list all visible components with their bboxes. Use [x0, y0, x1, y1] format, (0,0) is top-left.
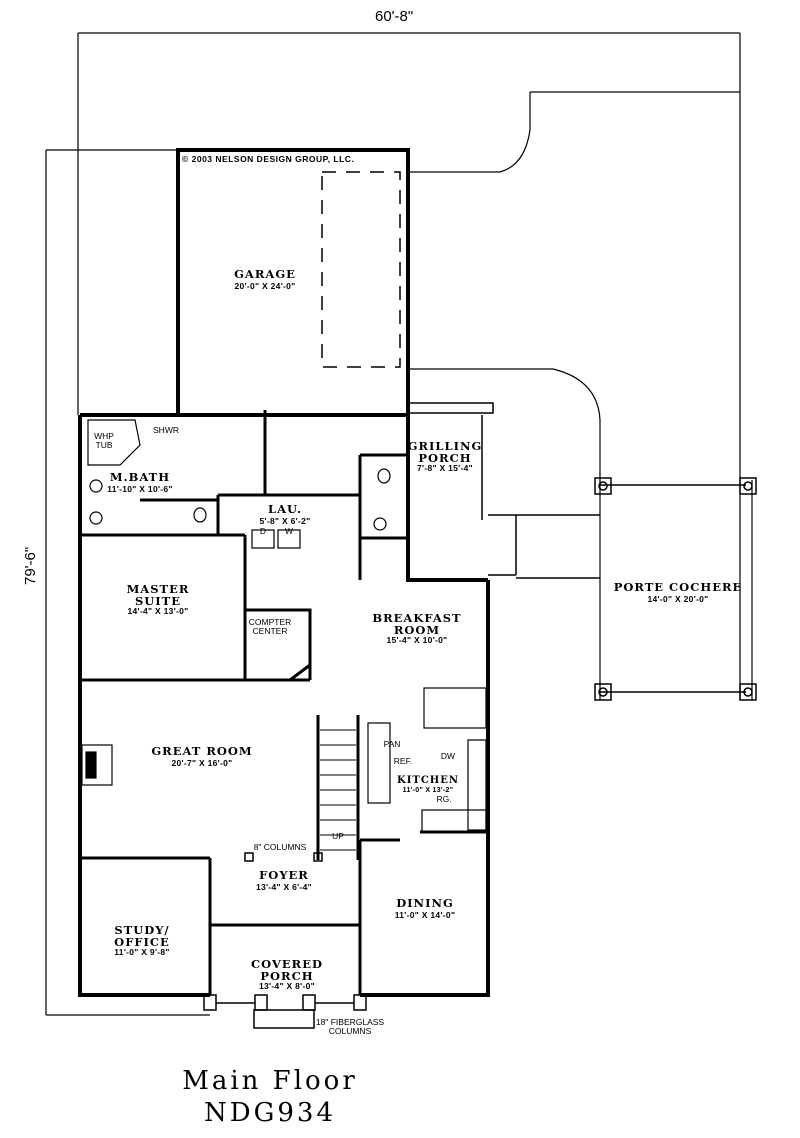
fireplace-icon — [81, 744, 113, 786]
column-icon — [594, 477, 612, 495]
plan-title: Main Floor — [182, 1066, 358, 1096]
refrigerator-label: REF. — [393, 756, 413, 766]
room-label-grilling-porch: GRILLING PORCH 7'-8" X 15'-4" — [407, 439, 483, 474]
toilet-icon — [193, 507, 207, 523]
overall-depth-dimension: 79'-6" — [22, 546, 39, 585]
room-label-porte-cochere: PORTE COCHERE 14'-0" X 20'-0" — [613, 580, 743, 604]
foyer-columns — [244, 852, 323, 862]
dryer-label: D — [259, 526, 267, 536]
range-label: RG. — [436, 794, 452, 804]
sink-icon — [373, 517, 387, 531]
room-label-breakfast-room: BREAKFAST ROOM 15'-4" X 10'-0" — [372, 611, 462, 646]
plan-number: NDG934 — [204, 1098, 336, 1128]
room-label-covered-porch: COVERED PORCH 13'-4" X 8'-0" — [251, 957, 323, 992]
covered-porch-columns — [203, 994, 367, 1029]
sink-icon — [89, 479, 103, 493]
stairs-up-label: UP — [332, 831, 344, 841]
room-label-foyer: FOYER 13'-4" X 6'-4" — [256, 868, 312, 892]
shower-label: SHWR — [153, 425, 179, 435]
porte-cochere-structure — [594, 477, 757, 701]
kitchen-counters — [367, 687, 487, 833]
pantry-label: PAN — [383, 739, 401, 749]
overall-dimension-lines — [45, 32, 741, 1016]
driveway-outline — [408, 91, 753, 700]
stairs — [320, 729, 356, 851]
grilling-porch-outline — [407, 402, 600, 579]
room-label-master-suite: MASTER SUITE 14'-4" X 13'-0" — [126, 582, 190, 617]
room-label-study-office: STUDY/ OFFICE 11'-0" X 9'-8" — [114, 923, 170, 958]
dishwasher-label: DW — [440, 751, 456, 761]
whp-tub-label: WHP TUB — [94, 431, 114, 450]
room-label-garage: GARAGE 20'-0" X 24'-0" — [234, 267, 296, 291]
column-icon — [594, 683, 612, 701]
column-icon — [739, 477, 757, 495]
room-label-kitchen: KITCHEN 11'-0" X 13'-2" — [397, 775, 459, 794]
bath-fixtures — [87, 419, 391, 549]
column-icon — [739, 683, 757, 701]
exterior-walls — [78, 413, 490, 997]
washer-label: W — [284, 526, 294, 536]
garage-walls — [176, 148, 410, 417]
copyright-notice: © 2003 NELSON DESIGN GROUP, LLC. — [182, 154, 355, 164]
interior-walls — [80, 410, 488, 995]
toilet-icon — [377, 468, 391, 484]
columns-8in-note: 8" COLUMNS — [253, 842, 307, 852]
room-label-master-bath: M.BATH 11'-10" X 10'-6" — [107, 470, 173, 494]
room-label-great-room: GREAT ROOM 20'-7" X 16'-0" — [151, 744, 253, 768]
sink-icon — [89, 511, 103, 525]
washer-icon — [277, 529, 301, 549]
fiberglass-columns-note: 18" FIBERGLASS COLUMNS — [315, 1017, 385, 1036]
room-label-dining: DINING 11'-0" X 14'-0" — [394, 896, 456, 920]
room-label-laundry: LAU. 5'-8" X 6'-2" — [259, 502, 311, 526]
whirlpool-tub-icon — [87, 419, 141, 466]
overall-width-dimension: 60'-8" — [375, 8, 414, 25]
dryer-icon — [251, 529, 275, 549]
computer-center-label: COMPTER CENTER — [248, 617, 292, 636]
